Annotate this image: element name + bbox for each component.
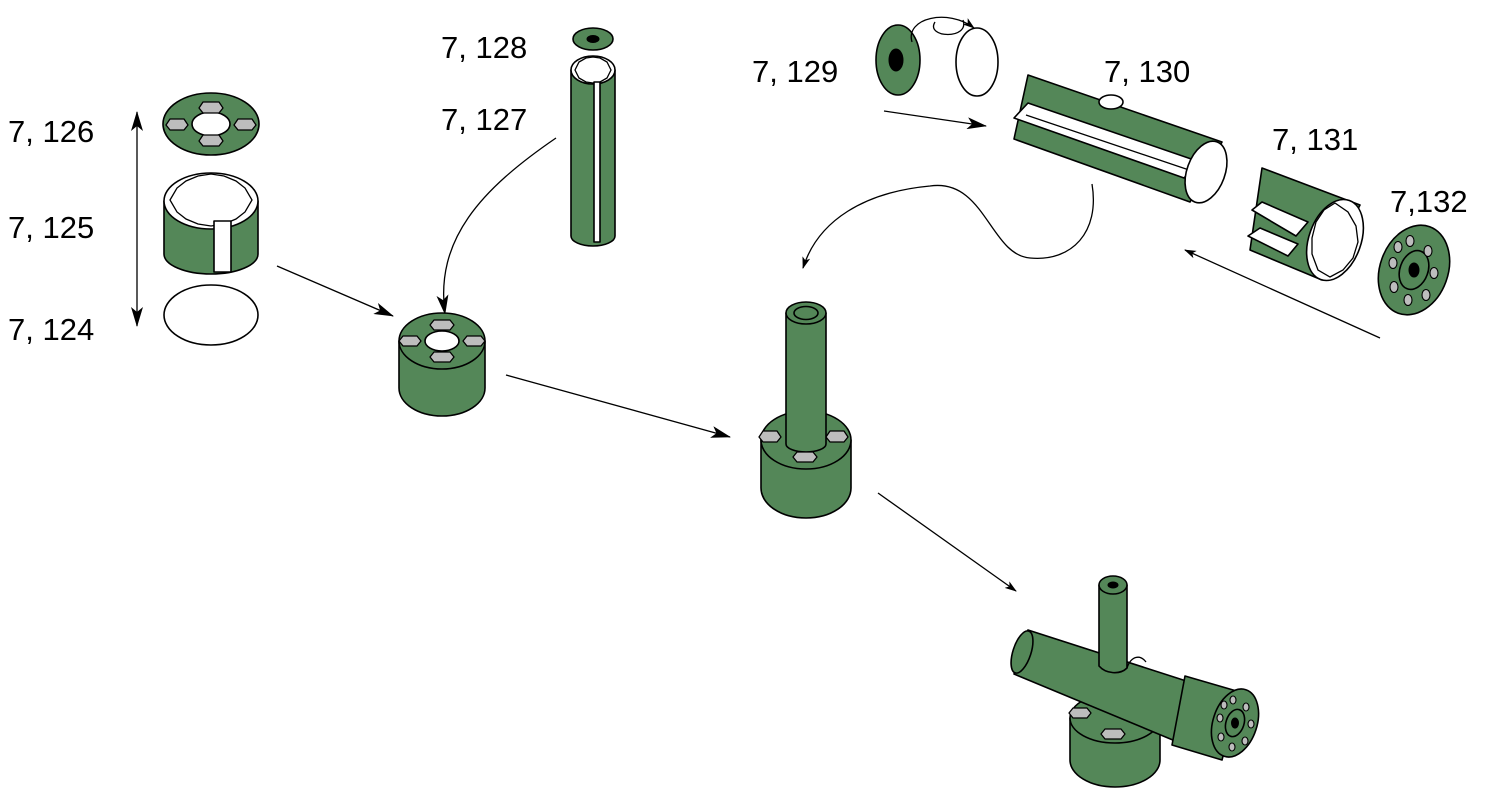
- arrow-to-final-assembly: [877, 492, 1017, 592]
- hex-bolt-icon: [1068, 707, 1092, 719]
- label-7-132: 7,132: [1390, 184, 1468, 219]
- part-7-129-end-cap: [875, 16, 999, 97]
- hex-bolt-icon: [1100, 728, 1126, 740]
- bolt-hole-icon: [1389, 280, 1399, 294]
- hex-bolt-icon: [792, 451, 818, 463]
- bolt-hole-icon: [1216, 713, 1224, 723]
- part-7-127-slotted-tube: [570, 55, 616, 247]
- label-7-124: 7, 124: [8, 312, 94, 347]
- final-assembly: [1010, 575, 1260, 788]
- tee-base-assembly: [758, 301, 852, 519]
- part-7-126-hex-plate: [162, 92, 260, 156]
- arrow-tube-to-base: [436, 137, 557, 315]
- hex-bolt-icon: [758, 430, 782, 443]
- hex-bolt-icon: [198, 134, 224, 147]
- base-assembly-1: [398, 312, 486, 417]
- bolt-hole-icon: [1220, 700, 1228, 710]
- bolt-hole-icon: [1403, 293, 1413, 307]
- arrow-base-to-tee-base: [505, 374, 731, 438]
- label-7-126: 7, 126: [8, 114, 94, 149]
- bolt-hole-icon: [1247, 719, 1255, 729]
- arrow-cap-to-pipe: [883, 110, 987, 130]
- label-7-130: 7, 130: [1104, 54, 1190, 89]
- bolt-hole-icon: [1429, 266, 1439, 280]
- part-7-125-slotted-sleeve: [163, 172, 259, 275]
- hex-bolt-icon: [198, 101, 224, 114]
- label-7-131: 7, 131: [1272, 122, 1358, 157]
- arrow-end-plate-to-sleeve: [1184, 249, 1381, 339]
- hex-bolt-icon: [233, 118, 257, 131]
- bolt-hole-icon: [1405, 234, 1415, 248]
- hex-bolt-icon: [429, 319, 455, 331]
- label-7-125: 7, 125: [8, 210, 94, 245]
- hex-bolt-icon: [165, 118, 189, 131]
- bolt-hole-icon: [1217, 732, 1225, 742]
- arrow-sleeve-to-base: [276, 265, 394, 317]
- part-7-128-small-washer: [572, 27, 614, 51]
- arrow-pipe-to-tee: [802, 183, 1094, 269]
- hex-bolt-icon: [398, 335, 422, 347]
- bolt-hole-icon: [1388, 256, 1398, 270]
- part-7-132-end-plate: [1377, 224, 1451, 316]
- part-7-124-bottom-disc: [163, 284, 259, 346]
- part-7-131-short-sleeve: [1247, 167, 1365, 282]
- part-7-130-slotted-pipe: [1013, 74, 1228, 204]
- bolt-hole-icon: [1241, 736, 1249, 746]
- hex-bolt-icon: [825, 430, 849, 443]
- bolt-hole-icon: [1229, 695, 1237, 705]
- bolt-hole-icon: [1423, 244, 1433, 258]
- label-7-128: 7, 128: [441, 30, 527, 65]
- bolt-hole-icon: [1421, 288, 1431, 302]
- label-7-129: 7, 129: [752, 54, 838, 89]
- bolt-hole-icon: [1228, 742, 1236, 752]
- bolt-hole-icon: [1393, 240, 1403, 254]
- hex-bolt-icon: [462, 335, 486, 347]
- bolt-hole-icon: [1242, 702, 1250, 712]
- hex-bolt-icon: [429, 351, 455, 363]
- label-7-127: 7, 127: [441, 102, 527, 137]
